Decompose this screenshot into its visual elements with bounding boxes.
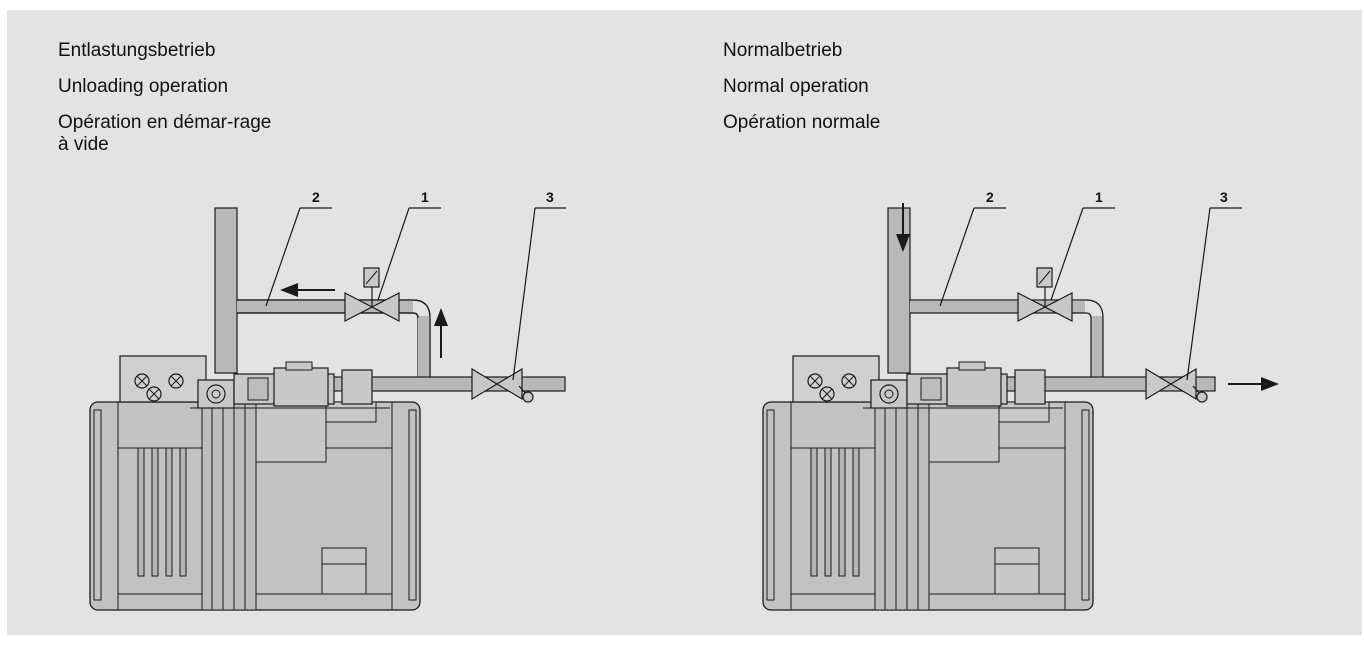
normal-operation-diagram: 2 1 3 bbox=[762, 189, 1279, 611]
flow-arrow-left-icon bbox=[280, 283, 298, 297]
flow-arrow-down-icon bbox=[896, 234, 910, 252]
inlet-pipe-left bbox=[214, 207, 238, 374]
caption-left-de: Entlastungsbetrieb bbox=[58, 40, 216, 61]
check-valve-icon bbox=[522, 391, 534, 403]
caption-right-fr: Opération normale bbox=[723, 112, 881, 133]
discharge-pipe-left bbox=[299, 376, 566, 392]
callout-3-right: 3 bbox=[1220, 189, 1228, 205]
check-valve-icon bbox=[1196, 391, 1208, 403]
flow-arrow-up-icon bbox=[434, 308, 448, 326]
callout-1-right: 1 bbox=[1095, 189, 1103, 205]
callout-2-left: 2 bbox=[312, 189, 320, 205]
caption-right-de: Normalbetrieb bbox=[723, 40, 843, 61]
callout-3-left: 3 bbox=[546, 189, 554, 205]
unloading-diagram: 2 1 3 bbox=[89, 189, 566, 611]
callout-2-right: 2 bbox=[986, 189, 994, 205]
caption-right-en: Normal operation bbox=[723, 76, 869, 97]
flow-arrow-right-icon bbox=[1261, 377, 1279, 391]
caption-left-fr: Opération en démar-rage à vide bbox=[58, 112, 272, 155]
caption-left-en: Unloading operation bbox=[58, 76, 229, 97]
inlet-pipe-right bbox=[887, 207, 911, 374]
callout-1-left: 1 bbox=[421, 189, 429, 205]
